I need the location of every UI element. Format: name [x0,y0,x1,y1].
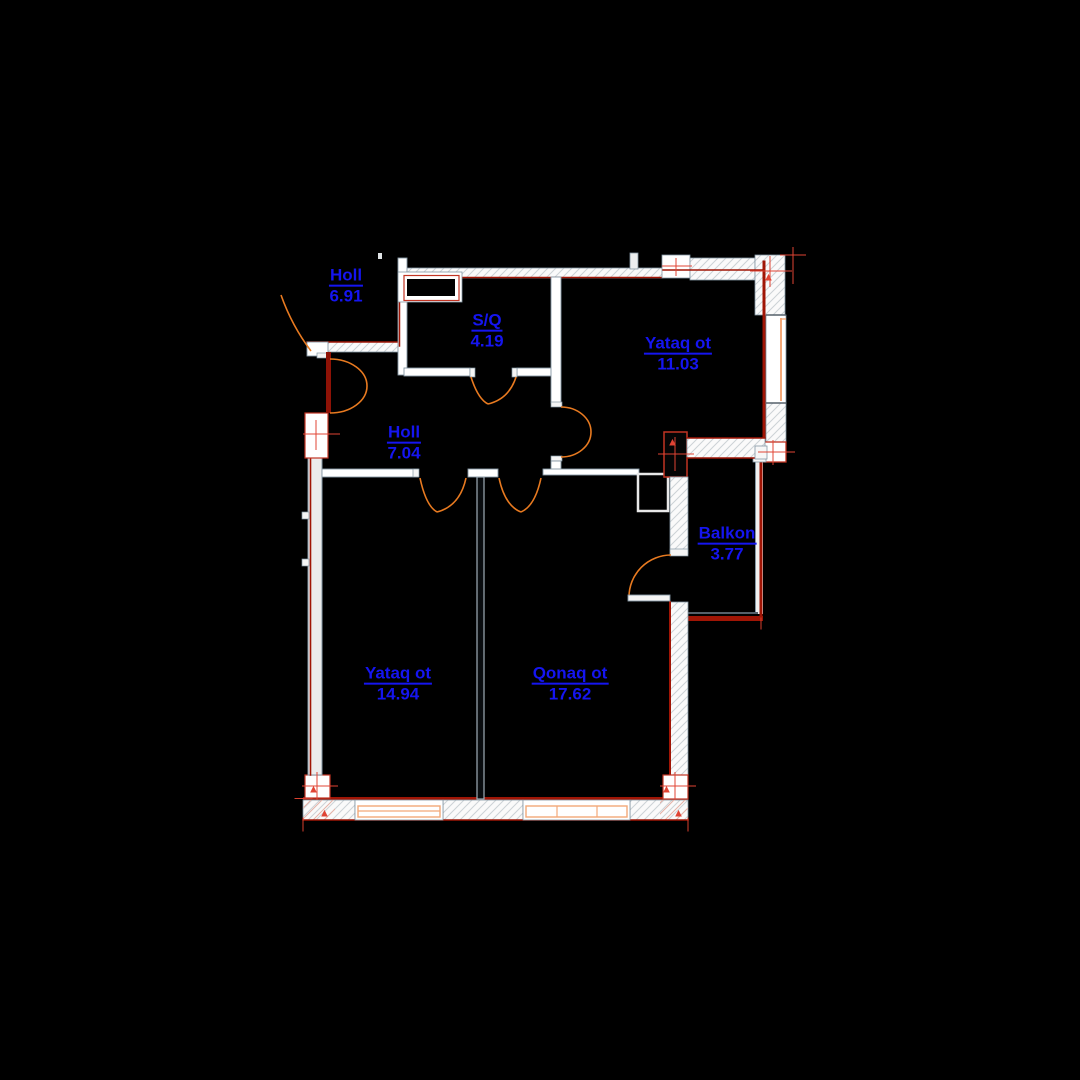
room-name: Holl [386,422,422,444]
room-area: 14.94 [376,684,420,704]
wall-tick [378,253,382,259]
room-label-yataq-1103: Yataq ot 11.03 [643,333,713,374]
room-name: Balkon [697,523,757,545]
holl-yataq-wall [550,276,562,404]
walls-group [294,252,787,832]
room-label-sq: S/Q 4.19 [470,310,504,351]
entrance-door-arc-outer [280,294,312,352]
room-name: Holl [328,265,364,287]
door-jamb [511,367,518,378]
yataq14-door-arc [436,477,467,513]
door-jamb [469,367,476,378]
room-area: 3.77 [710,544,744,564]
door-jamb [550,401,563,408]
window-right [765,314,787,404]
sq-left-wall [397,257,408,376]
balkon-door-leaf [627,594,671,602]
room-area: 17.62 [548,684,592,704]
doors-group [280,294,672,602]
sq-bottom-wall [403,367,471,377]
room-name: S/Q [471,310,503,332]
room-label-qonaq: Qonaq ot 17.62 [531,663,609,704]
wall-stub [629,252,639,270]
room-divider-wall [476,476,485,800]
wall-piece [542,468,640,476]
qonaq-right-wall [669,601,689,800]
wall-piece [467,468,499,478]
room-area: 11.03 [657,354,699,374]
room-area: 7.04 [387,443,421,463]
wall-band [689,257,756,281]
room-name: Yataq ot [643,333,713,355]
door-jamb [412,468,420,478]
windows-group [354,314,787,821]
window-bottom-1 [354,799,444,821]
wall-tick [301,558,310,567]
wall-tick [301,511,310,520]
window-bottom-2 [522,799,631,821]
wall-segment [765,402,787,443]
room-name: Yataq ot [363,663,433,685]
wall-jamb [316,352,328,359]
balkon-door-arc [628,554,672,598]
qonaq-door-arc [498,477,522,513]
room-area: 6.91 [329,286,363,306]
qonaq-door-arc [520,477,542,513]
sq-door-arc [487,376,517,405]
balcony-right-wall [755,462,763,614]
room-label-balkon: Balkon 3.77 [697,523,757,564]
yataq14-door-arc [419,477,438,513]
shaft [636,472,670,513]
markers-group [302,247,806,817]
room-name: Qonaq ot [531,663,609,685]
bottom-wall-segment [442,799,524,821]
yataq-balkon-wall [686,437,766,459]
balcony-bottom-red [686,616,763,621]
room-label-holl-704: Holl 7.04 [386,422,422,463]
entrance-door-arc-inner [329,358,368,414]
room-area: 4.19 [470,331,504,351]
yataq11-door-arc [560,406,592,458]
balkon-left-wall [669,476,689,555]
bottom-wall-red-line [303,797,688,800]
door-jamb [550,455,563,462]
room-label-yataq-1494: Yataq ot 14.94 [363,663,433,704]
door-jamb [669,548,689,557]
holl-bottom-wall2 [321,468,419,478]
sq-door-arc [470,376,489,405]
room-label-holl-691: Holl 6.91 [328,265,364,306]
entrance-door-leaf [326,352,331,413]
